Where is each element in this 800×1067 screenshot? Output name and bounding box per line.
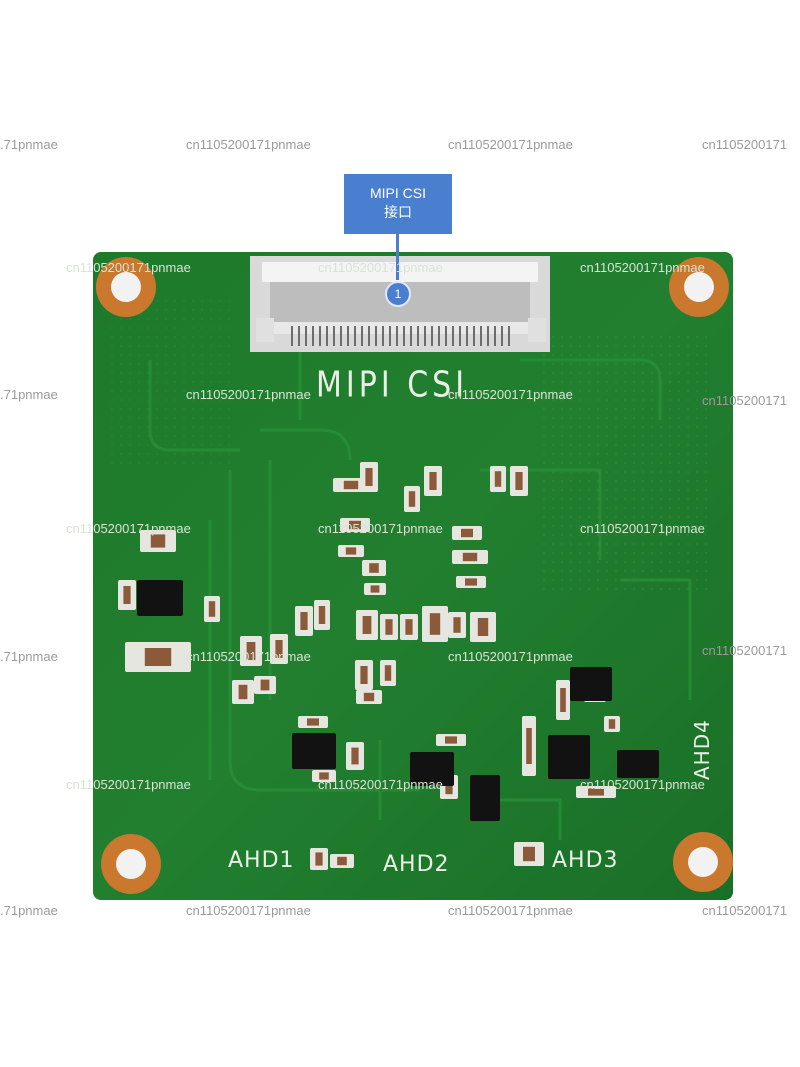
smd-component-body bbox=[465, 578, 477, 586]
watermark: cn1105200171pnmae bbox=[318, 777, 443, 792]
smd-component-body bbox=[384, 665, 392, 681]
smd-component-body bbox=[560, 688, 566, 712]
mounting-hole-top-right bbox=[669, 257, 729, 317]
mounting-hole-bottom-right bbox=[673, 832, 733, 892]
smd-component-body bbox=[208, 601, 216, 617]
smd-component-body bbox=[300, 612, 308, 630]
watermark: cn1105200171pnmae bbox=[66, 260, 191, 275]
smd-component-body bbox=[408, 491, 416, 507]
smd-component-body bbox=[445, 736, 457, 744]
smd-component-body bbox=[453, 617, 461, 633]
smd-component-body bbox=[445, 779, 453, 795]
watermark: cn1105200171 bbox=[702, 393, 788, 408]
smd-component-body bbox=[150, 534, 166, 548]
smd-component-body bbox=[461, 528, 473, 538]
smd-component-body bbox=[307, 718, 319, 726]
smd-component-body bbox=[526, 728, 532, 764]
watermark: cn1105200171 bbox=[702, 903, 788, 918]
mounting-hole-top-left bbox=[96, 257, 156, 317]
smd-component-body bbox=[370, 585, 380, 593]
callout-marker: 1 bbox=[385, 281, 411, 307]
smd-component-body bbox=[144, 648, 172, 666]
callout-leader-line bbox=[396, 234, 399, 280]
watermark: cn1105200171pnmae bbox=[580, 260, 705, 275]
smd-component-body bbox=[360, 666, 368, 684]
watermark: .71pnmae bbox=[0, 387, 58, 402]
smd-component-body bbox=[238, 684, 248, 700]
silkscreen-ahd4: AHD4 bbox=[690, 719, 714, 780]
smd-components bbox=[118, 462, 620, 870]
smd-component-body bbox=[429, 613, 441, 635]
callout-label: MIPI CSI 接口 bbox=[344, 174, 452, 234]
watermark: cn1105200171pnmae bbox=[580, 521, 705, 536]
smd-component-body bbox=[362, 616, 372, 634]
smd-component-body bbox=[349, 520, 361, 530]
watermark: .71pnmae bbox=[0, 903, 58, 918]
smd-component-body bbox=[319, 772, 329, 780]
watermark: cn1105200171pnmae bbox=[186, 903, 311, 918]
smd-component-body bbox=[477, 618, 489, 636]
smd-component-body bbox=[246, 642, 256, 660]
watermark: cn1105200171pnmae bbox=[186, 649, 311, 664]
smd-component-body bbox=[405, 619, 413, 635]
silkscreen-ahd3: AHD3 bbox=[552, 848, 619, 873]
smd-component-body bbox=[369, 563, 379, 573]
smd-component-body bbox=[260, 679, 270, 691]
watermark: cn1105200171pnmae bbox=[448, 387, 573, 402]
smd-component-body bbox=[608, 719, 616, 729]
watermark: cn1105200171pnmae bbox=[318, 260, 443, 275]
smd-component-body bbox=[275, 640, 283, 658]
watermark: .71pnmae bbox=[0, 137, 58, 152]
callout-title: MIPI CSI bbox=[369, 185, 426, 201]
smd-component-body bbox=[363, 692, 375, 702]
smd-component-body bbox=[315, 852, 323, 866]
smd-component-body bbox=[343, 480, 359, 490]
smd-component-body bbox=[365, 468, 373, 486]
mounting-hole-bottom-left bbox=[101, 834, 161, 894]
smd-component-body bbox=[494, 471, 502, 487]
watermark: cn1105200171pnmae bbox=[186, 137, 311, 152]
silkscreen-ahd2: AHD2 bbox=[383, 852, 450, 877]
smd-component-body bbox=[515, 472, 523, 490]
watermark: cn1105200171pnmae bbox=[318, 521, 443, 536]
watermark: cn1105200171 bbox=[702, 643, 788, 658]
smd-component-body bbox=[123, 586, 131, 604]
watermark: cn1105200171pnmae bbox=[448, 649, 573, 664]
smd-component-body bbox=[345, 547, 357, 555]
smd-component-body bbox=[588, 788, 604, 796]
watermark: cn1105200171pnmae bbox=[580, 777, 705, 792]
watermark: cn1105200171 bbox=[702, 137, 788, 152]
callout-subtitle: 接口 bbox=[384, 204, 412, 220]
watermark: cn1105200171pnmae bbox=[66, 521, 191, 536]
smd-component-body bbox=[462, 552, 478, 562]
smd-component-body bbox=[318, 606, 326, 624]
smd-component-body bbox=[429, 472, 437, 490]
smd-component-body bbox=[385, 619, 393, 635]
watermark: cn1105200171pnmae bbox=[66, 777, 191, 792]
silkscreen-ahd1: AHD1 bbox=[228, 848, 295, 873]
ic-chips bbox=[137, 580, 659, 821]
silkscreen-mipi-csi: MIPI CSI bbox=[316, 364, 469, 406]
watermark: .71pnmae bbox=[0, 649, 58, 664]
watermark: cn1105200171pnmae bbox=[448, 137, 573, 152]
watermark: cn1105200171pnmae bbox=[186, 387, 311, 402]
smd-component-body bbox=[337, 856, 347, 866]
smd-component-body bbox=[351, 747, 359, 765]
watermark: cn1105200171pnmae bbox=[448, 903, 573, 918]
pcb-via-pattern bbox=[540, 330, 710, 590]
smd-component-body bbox=[523, 846, 535, 862]
